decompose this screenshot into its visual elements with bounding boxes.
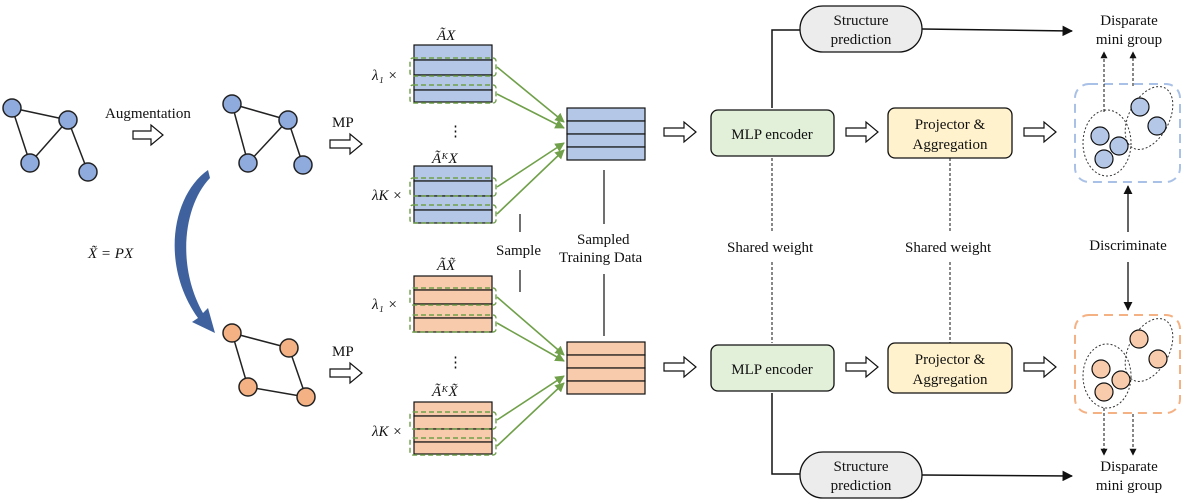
graph-node	[222, 94, 242, 114]
projector-aggregation-bottom	[887, 342, 1013, 394]
group-ellipse-top-left	[1082, 109, 1132, 177]
cluster-node	[1148, 349, 1168, 369]
disparate-top-line2: mini group	[1096, 32, 1162, 48]
cluster-box-bottom	[1074, 314, 1181, 414]
hollow-arrow-to-proj-bottom	[845, 355, 879, 379]
augmented-graph-blue	[222, 94, 313, 175]
sample-brackets-axt	[409, 287, 497, 333]
graph-node	[78, 162, 98, 182]
cluster-node	[1094, 149, 1114, 169]
sample-brackets-ax	[409, 57, 497, 104]
projector-aggregation-top	[887, 107, 1013, 159]
feature-stack-akx	[413, 165, 493, 224]
sampled-block-top	[566, 107, 646, 161]
dots-bottom: ⋮	[448, 355, 463, 371]
transform-label: X̃ = PX	[87, 246, 134, 262]
mp-label-top: MP	[332, 115, 354, 131]
graph-node	[58, 110, 78, 130]
sampling-arrows-bottom	[496, 296, 565, 447]
feature-stack-axt	[413, 275, 493, 333]
cluster-node	[1090, 126, 1110, 146]
graph-node	[20, 153, 40, 173]
disparate-bottom-line2: mini group	[1096, 478, 1162, 494]
cluster-node	[1091, 359, 1111, 379]
sampled-label-line2: Training Data	[559, 250, 643, 266]
sample-label: Sample	[496, 243, 541, 259]
lambda1-top-label: λ₁ ×	[371, 68, 398, 84]
group-ellipse-top-right	[1124, 86, 1174, 150]
cluster-node	[1130, 97, 1150, 117]
structure-top-line1: Structure	[834, 13, 889, 29]
disparate-top-line1: Disparate	[1100, 13, 1158, 29]
structure-bottom-line1: Structure	[834, 459, 889, 475]
cluster-node	[1147, 116, 1167, 136]
disparate-bottom-line1: Disparate	[1100, 459, 1158, 475]
hollow-arrow-to-cluster-top	[1023, 120, 1057, 144]
cluster-box-top	[1074, 83, 1181, 183]
hollow-arrow-mp-top	[329, 132, 363, 156]
sampling-arrows-top	[496, 66, 565, 215]
cluster-node	[1111, 370, 1131, 390]
feature-shuffle-curve-arrow	[174, 170, 215, 333]
structure-branch-line-top	[771, 29, 800, 108]
discriminate-label: Discriminate	[1089, 238, 1167, 254]
graph-node	[278, 110, 298, 130]
shared-weight-proj-label: Shared weight	[905, 240, 992, 256]
mp-label-bottom: MP	[332, 344, 354, 360]
sampled-block-bottom	[566, 341, 646, 395]
cluster-node	[1109, 136, 1129, 156]
shared-weight-mlp-label: Shared weight	[727, 240, 814, 256]
graph-node	[279, 338, 299, 358]
cluster-node	[1094, 382, 1114, 402]
graph-node	[296, 387, 316, 407]
hollow-arrow-mp-bottom	[329, 361, 363, 385]
lambda1-bottom-label: λ₁ ×	[371, 297, 398, 313]
projector-top-line2: Aggregation	[913, 137, 988, 153]
ax-label: ÃX	[436, 27, 456, 44]
group-ellipse-bottom-left	[1082, 343, 1132, 409]
feature-stack-ax	[413, 44, 493, 103]
hollow-arrow-to-mlp-bottom	[663, 355, 697, 379]
sample-brackets-akx	[409, 177, 497, 224]
graph-node	[2, 98, 22, 118]
mlp-encoder-bottom-label: MLP encoder	[731, 362, 813, 378]
projector-bottom-line2: Aggregation	[913, 372, 988, 388]
akxt-label: ÃᴷX̃	[431, 383, 459, 400]
hollow-arrow-augment	[132, 123, 164, 147]
original-graph	[2, 98, 98, 182]
augmentation-label: Augmentation	[105, 106, 191, 122]
mlp-encoder-bottom	[710, 344, 835, 392]
structure-arrow-top	[921, 25, 1074, 37]
axt-label: ÃX̃	[436, 257, 456, 274]
mlp-encoder-top-label: MLP encoder	[731, 127, 813, 143]
mlp-encoder-top	[710, 109, 835, 157]
hollow-arrow-to-cluster-bottom	[1023, 355, 1057, 379]
dots-top: ⋮	[448, 124, 463, 140]
shuffled-graph-orange	[222, 323, 316, 407]
projector-bottom-line1: Projector &	[915, 352, 986, 368]
feature-stack-akxt	[413, 401, 493, 455]
lambdak-top-label: λK ×	[371, 188, 402, 204]
akx-label: ÃᴷX	[431, 150, 459, 167]
hollow-arrow-to-proj-top	[845, 120, 879, 144]
graph-node	[238, 377, 258, 397]
cluster-node	[1129, 329, 1149, 349]
structure-bottom-line2: prediction	[831, 478, 892, 494]
graph-node	[238, 153, 258, 173]
structure-arrow-bottom	[921, 470, 1074, 482]
sampled-label-line1: Sampled	[577, 232, 630, 248]
graph-node	[222, 323, 242, 343]
sample-brackets-akxt	[409, 411, 497, 456]
structure-top-line2: prediction	[831, 32, 892, 48]
structure-branch-line-bottom	[771, 393, 800, 475]
projector-top-line1: Projector &	[915, 117, 986, 133]
lambdak-bottom-label: λK ×	[371, 424, 402, 440]
graph-node	[293, 155, 313, 175]
hollow-arrow-to-mlp-top	[663, 120, 697, 144]
